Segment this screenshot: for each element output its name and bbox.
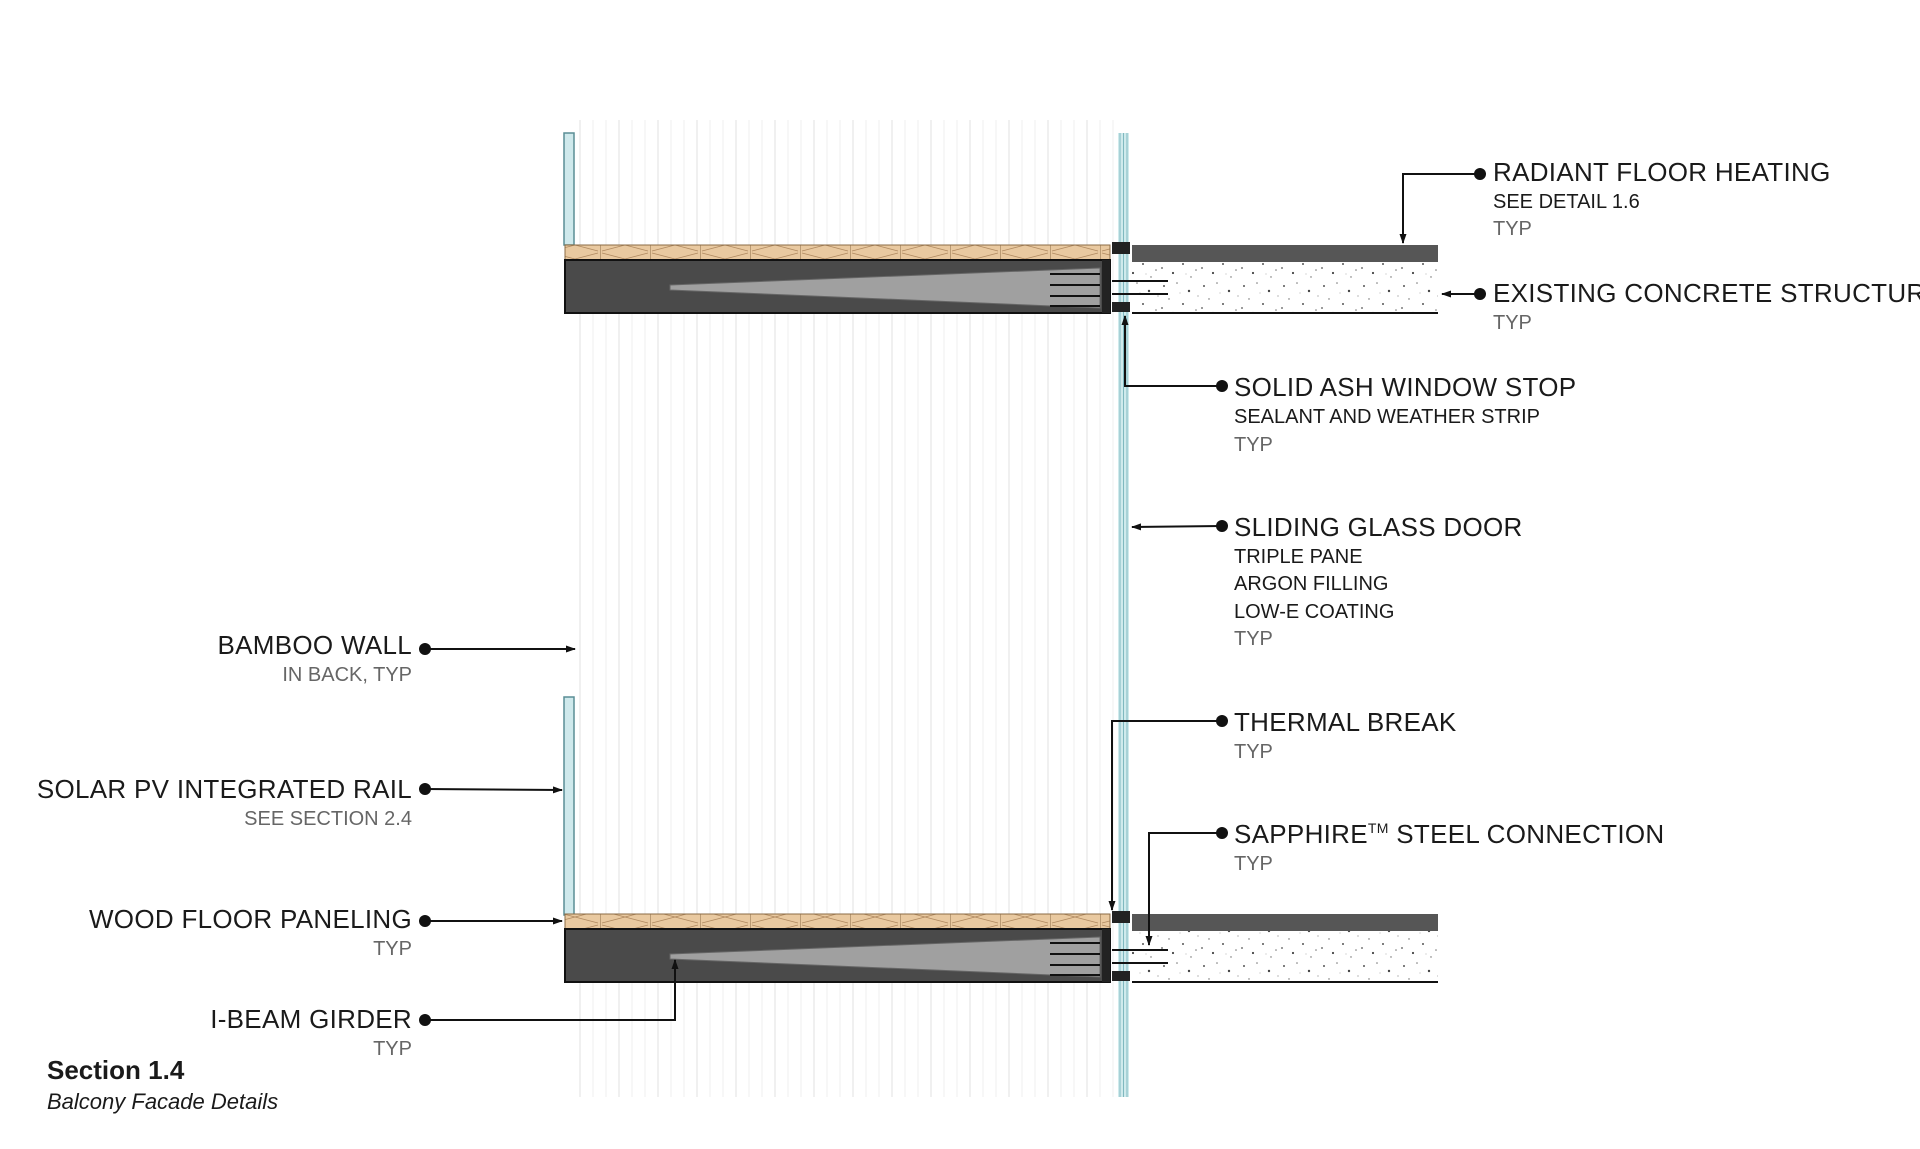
label-thermal-break: THERMAL BREAK TYP bbox=[1234, 707, 1457, 763]
upper-window-stop bbox=[1112, 242, 1130, 254]
svg-text:TYP: TYP bbox=[1493, 218, 1532, 240]
svg-text:SEE DETAIL 1.6: SEE DETAIL 1.6 bbox=[1493, 191, 1640, 213]
svg-text:I-BEAM GIRDER: I-BEAM GIRDER bbox=[210, 1004, 412, 1034]
svg-text:IN BACK, TYP: IN BACK, TYP bbox=[282, 664, 412, 686]
svg-text:TYP: TYP bbox=[1234, 853, 1273, 875]
label-sliding-door: SLIDING GLASS DOOR TRIPLE PANE ARGON FIL… bbox=[1234, 512, 1523, 650]
leader-thermal-break bbox=[1108, 720, 1222, 911]
label-ibeam: I-BEAM GIRDER TYP bbox=[210, 1004, 412, 1060]
upper-glass-rail bbox=[563, 132, 575, 246]
upper-wood-floor-paneling bbox=[564, 244, 1111, 261]
svg-text:SOLAR PV INTEGRATED RAIL: SOLAR PV INTEGRATED RAIL bbox=[37, 774, 412, 804]
solar-pv-rail bbox=[563, 696, 575, 916]
label-sapphire: SAPPHIRETM STEEL CONNECTION TYP bbox=[1234, 819, 1664, 875]
svg-text:TRIPLE PANE: TRIPLE PANE bbox=[1234, 546, 1363, 568]
svg-text:SEE SECTION 2.4: SEE SECTION 2.4 bbox=[244, 808, 412, 830]
lower-existing-concrete bbox=[1132, 931, 1438, 982]
label-wood-floor: WOOD FLOOR PANELING TYP bbox=[89, 904, 412, 960]
svg-text:SLIDING GLASS DOOR: SLIDING GLASS DOOR bbox=[1234, 512, 1523, 542]
svg-text:LOW-E COATING: LOW-E COATING bbox=[1234, 601, 1394, 623]
upper-i-beam-web bbox=[669, 267, 1101, 309]
label-solar-rail: SOLAR PV INTEGRATED RAIL SEE SECTION 2.4 bbox=[37, 774, 412, 830]
upper-floor-assembly bbox=[564, 242, 1438, 314]
label-existing-concrete: EXISTING CONCRETE STRUCTURE TYP bbox=[1493, 278, 1920, 334]
svg-text:TYP: TYP bbox=[1493, 312, 1532, 334]
leader-lines bbox=[424, 173, 1480, 1021]
leader-window-stop bbox=[1121, 315, 1222, 387]
svg-text:THERMAL BREAK: THERMAL BREAK bbox=[1234, 707, 1457, 737]
lower-i-beam-web bbox=[669, 936, 1101, 978]
lower-window-stop bbox=[1112, 911, 1130, 923]
section-title: Section 1.4 bbox=[47, 1055, 185, 1085]
leader-dots bbox=[419, 168, 1486, 1026]
svg-text:BAMBOO WALL: BAMBOO WALL bbox=[218, 630, 413, 660]
svg-text:TYP: TYP bbox=[373, 1038, 412, 1060]
svg-text:SEALANT AND WEATHER STRIP: SEALANT AND WEATHER STRIP bbox=[1234, 406, 1540, 428]
section-subtitle: Balcony Facade Details bbox=[47, 1089, 279, 1114]
leader-solar-rail bbox=[424, 786, 563, 794]
upper-radiant-floor-slab bbox=[1132, 245, 1438, 262]
svg-text:EXISTING CONCRETE STRUCTURE: EXISTING CONCRETE STRUCTURE bbox=[1493, 278, 1920, 308]
label-radiant-floor: RADIANT FLOOR HEATING SEE DETAIL 1.6 TYP bbox=[1493, 157, 1831, 240]
sliding-glass-door bbox=[1118, 133, 1129, 1097]
upper-existing-concrete bbox=[1132, 262, 1438, 313]
leader-radiant-floor bbox=[1399, 173, 1480, 244]
leader-sliding-door bbox=[1131, 523, 1223, 531]
svg-text:ARGON FILLING: ARGON FILLING bbox=[1234, 573, 1388, 595]
leader-ibeam bbox=[425, 959, 679, 1021]
lower-wood-floor-paneling bbox=[564, 913, 1111, 930]
svg-text:RADIANT FLOOR HEATING: RADIANT FLOOR HEATING bbox=[1493, 157, 1831, 187]
lower-floor-assembly bbox=[564, 911, 1438, 983]
svg-text:TYP: TYP bbox=[1234, 434, 1273, 456]
label-bamboo-wall: BAMBOO WALL IN BACK, TYP bbox=[218, 630, 413, 686]
svg-text:WOOD FLOOR PANELING: WOOD FLOOR PANELING bbox=[89, 904, 412, 934]
svg-text:SAPPHIRETM STEEL CONNECTION: SAPPHIRETM STEEL CONNECTION bbox=[1234, 819, 1664, 849]
leader-sapphire bbox=[1145, 832, 1222, 946]
svg-text:SOLID ASH WINDOW STOP: SOLID ASH WINDOW STOP bbox=[1234, 372, 1576, 402]
svg-text:TYP: TYP bbox=[1234, 628, 1273, 650]
label-window-stop: SOLID ASH WINDOW STOP SEALANT AND WEATHE… bbox=[1234, 372, 1576, 456]
svg-text:TYP: TYP bbox=[1234, 741, 1273, 763]
svg-text:TYP: TYP bbox=[373, 938, 412, 960]
lower-radiant-floor-slab bbox=[1132, 914, 1438, 931]
